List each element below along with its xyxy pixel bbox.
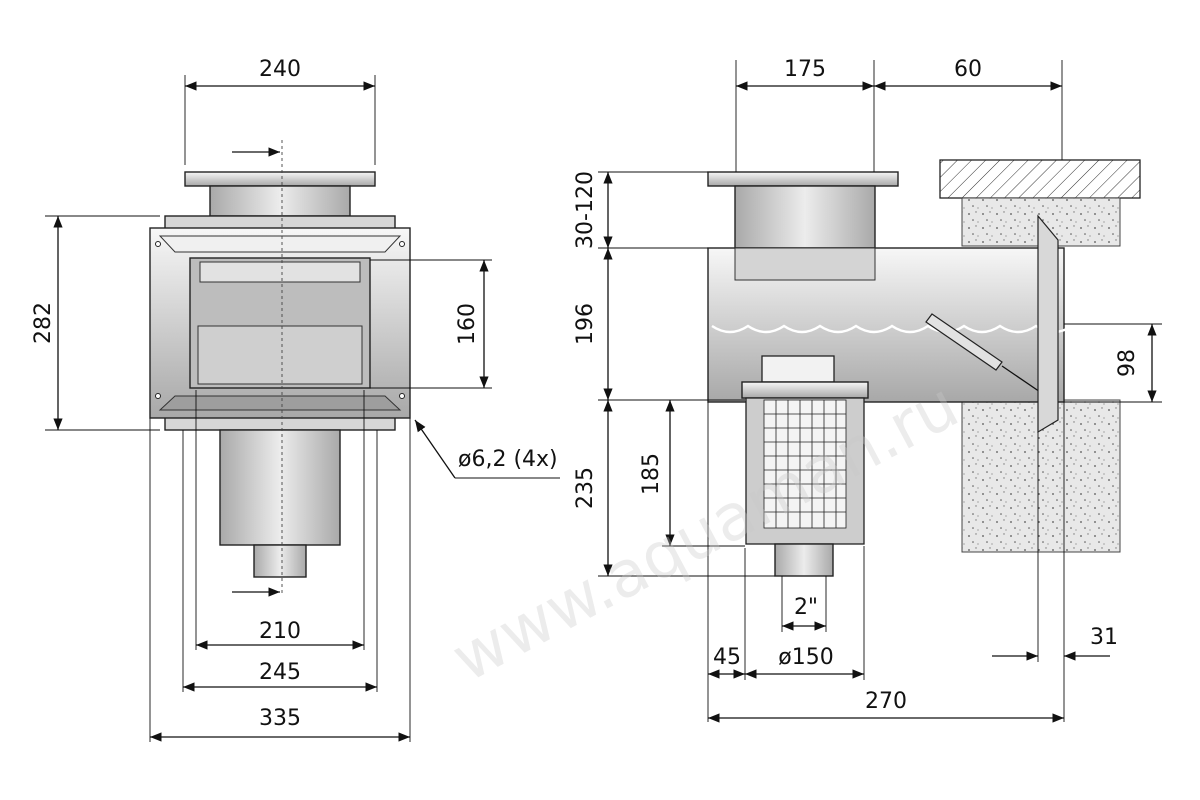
front-frame-bevel bbox=[158, 235, 402, 253]
side-top-flange bbox=[707, 171, 899, 187]
front-hole-tl bbox=[155, 241, 161, 247]
side-view: 175 60 30-120 196 98 185 235 2" bbox=[573, 57, 1162, 723]
front-hole-br bbox=[399, 393, 405, 399]
dim-side-water-level: 98 bbox=[1115, 349, 1140, 377]
front-hole-tr bbox=[399, 241, 405, 247]
dim-side-adjustable-height: 30-120 bbox=[573, 171, 598, 249]
side-outlet-pipe bbox=[774, 543, 834, 577]
front-outlet-pipe bbox=[253, 544, 307, 578]
dim-front-outer-width-a: 245 bbox=[259, 660, 301, 685]
side-basket-lid bbox=[761, 355, 835, 383]
dim-side-basket-diameter: ø150 bbox=[778, 645, 833, 670]
dim-side-wall-thickness: 31 bbox=[1090, 625, 1118, 650]
side-neck bbox=[734, 185, 876, 249]
dim-front-outer-width-b: 335 bbox=[259, 706, 301, 731]
side-weir-flap bbox=[925, 313, 1003, 371]
dim-front-opening-width: 210 bbox=[259, 619, 301, 644]
dim-side-pipe-size: 2" bbox=[794, 595, 818, 620]
side-deck-hatched bbox=[939, 159, 1141, 199]
dim-front-hole-spec: ø6,2 (4x) bbox=[458, 447, 558, 472]
front-top-flange bbox=[184, 171, 376, 187]
dim-side-offset: 45 bbox=[713, 645, 741, 670]
dim-front-body-height: 282 bbox=[31, 302, 56, 344]
dim-side-total-depth: 235 bbox=[573, 467, 598, 509]
side-water-line bbox=[711, 324, 1073, 334]
dim-front-flange-width: 240 bbox=[259, 57, 301, 82]
watermark: www.aquaman.ru bbox=[441, 368, 971, 696]
side-wall-plate bbox=[1037, 214, 1059, 434]
front-hole-bl bbox=[155, 393, 161, 399]
front-weir-flap bbox=[199, 261, 361, 283]
dim-side-wall-offset: 60 bbox=[954, 57, 982, 82]
dim-front-opening-height: 160 bbox=[455, 303, 480, 345]
side-basket-slots bbox=[763, 399, 847, 529]
dim-side-total-length: 270 bbox=[865, 689, 907, 714]
dim-side-flange-width: 175 bbox=[784, 57, 826, 82]
front-view: 240 282 160 ø6,2 (4x) 210 245 335 bbox=[31, 57, 560, 742]
dim-side-body-height: 196 bbox=[573, 303, 598, 345]
dim-side-basket-depth: 185 bbox=[639, 453, 664, 495]
front-basket-body bbox=[219, 429, 341, 546]
front-neck bbox=[209, 185, 351, 217]
